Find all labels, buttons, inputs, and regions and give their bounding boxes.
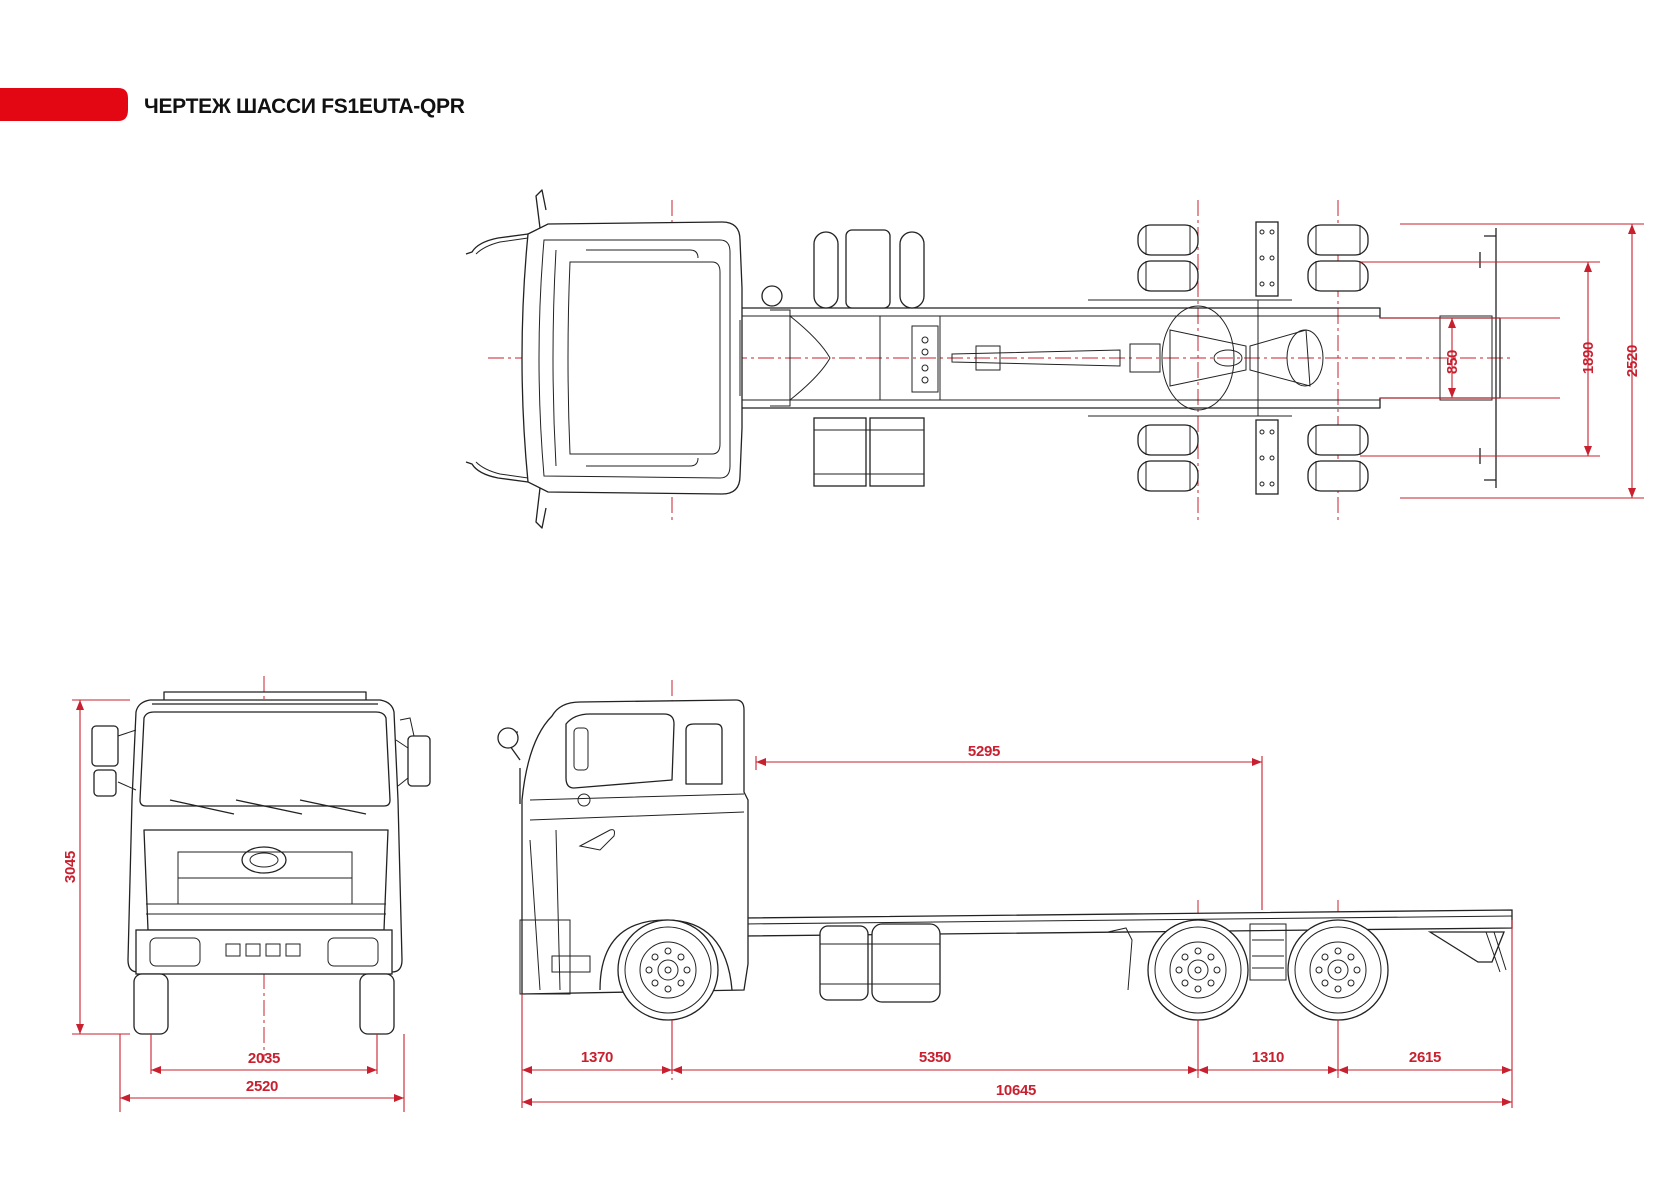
front-view: 3045 2035 2520	[62, 676, 431, 1112]
header: ЧЕРТЕЖ ШАССИ FS1EUTA-QPR	[0, 88, 465, 121]
dim-rear-length: 5295	[968, 743, 1000, 760]
dim-frame-inner: 850	[1444, 350, 1461, 374]
dim-wheelbase: 5350	[919, 1049, 951, 1066]
top-frame	[739, 228, 1501, 488]
side-view: 5295 1370 5350 1310 2615 10645	[497, 680, 1513, 1108]
dim-height: 3045	[62, 851, 79, 883]
page-title: ЧЕРТЕЖ ШАССИ FS1EUTA-QPR	[144, 95, 465, 118]
top-dimensions: 850 1890 2520	[1360, 223, 1644, 499]
dim-tandem-spacing: 1310	[1252, 1049, 1284, 1066]
dim-track: 2035	[248, 1050, 280, 1067]
side-cab	[521, 699, 749, 995]
top-cab	[465, 189, 743, 529]
front-windshield	[139, 711, 391, 807]
dim-overall-width-top: 2520	[1624, 345, 1641, 377]
top-tires	[1137, 221, 1369, 495]
dim-frame-outer: 1890	[1580, 342, 1597, 374]
top-tanks	[761, 229, 925, 487]
dim-front-overhang: 1370	[581, 1049, 613, 1066]
dim-width-front: 2520	[246, 1078, 278, 1095]
rear-wheel-1	[1147, 919, 1249, 1021]
front-wheel	[617, 919, 719, 1021]
top-view: 850 1890 2520	[465, 189, 1644, 529]
header-accent-bar	[0, 88, 128, 121]
rear-wheel-2	[1287, 919, 1389, 1021]
dim-rear-overhang: 2615	[1409, 1049, 1441, 1066]
dim-overall-length: 10645	[996, 1082, 1036, 1099]
